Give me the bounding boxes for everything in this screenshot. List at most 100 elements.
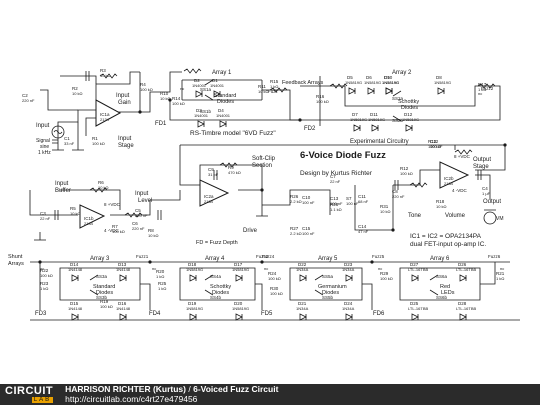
value-d4: 1N4001 — [216, 113, 231, 118]
fuzz-depth-note: FD = Fuzz Depth — [196, 240, 238, 246]
value-r13: 100 kΩ — [428, 144, 441, 149]
designator-r17: R17 — [478, 82, 487, 87]
value-d27: LTL-16TBB — [408, 267, 428, 272]
value-r19: 100 kΩ — [100, 304, 113, 309]
value-r10: 10 kΩ — [160, 96, 171, 101]
designator-c6: C6 — [132, 221, 138, 226]
input-gain-label-1: Input — [116, 93, 130, 99]
diode-symbol-d21 — [299, 313, 307, 321]
opamp-ic1b — [79, 204, 106, 229]
opamp-ic2b — [439, 161, 470, 189]
input-buffer-label-1: Input — [55, 181, 69, 187]
value-d24: 1N34A — [342, 306, 355, 311]
timbre-model-note: RS-Timbre model "6VD Fuzz" — [190, 130, 276, 137]
designator-d19: D19 — [188, 301, 197, 306]
value-d17: 1N5819G — [232, 267, 249, 272]
diode-symbol-d20 — [235, 313, 243, 321]
designator-d28: D28 — [458, 301, 467, 306]
value-d2: 1N4001 — [192, 83, 207, 88]
designator-r31: R31 — [380, 204, 389, 209]
designator-d12: D12 — [404, 112, 413, 117]
author-name: HARRISON RICHTER (Kurtus) — [65, 383, 186, 394]
value-d15: 1N4148 — [68, 306, 83, 311]
value-d3: 1N4001 — [194, 113, 209, 118]
diode-symbol-d27 — [411, 274, 419, 282]
value-r30: 100 kΩ — [270, 291, 283, 296]
ic-type-note: dual FET-input op-amp IC. — [410, 241, 486, 248]
supply-plus-ic2b: 8 +VDC — [454, 154, 471, 159]
supply-minus-ic1b: 4 -VDC — [104, 228, 120, 233]
designator-c8: C8 — [392, 189, 398, 194]
value-d25: LTL-16TBB — [408, 306, 428, 311]
designator-d18: D18 — [188, 262, 197, 267]
opamp-ic2a — [199, 179, 230, 207]
designator-d16: D16 — [118, 301, 127, 306]
designator-d13: D13 — [118, 262, 127, 267]
designator-r12: R12 — [400, 166, 409, 171]
designator-c5: C5 — [135, 208, 141, 213]
designator-r1: R1 — [92, 136, 98, 141]
fd6-label: FD6 — [373, 311, 385, 317]
diode-symbol-d28 — [459, 313, 467, 321]
shunt-arrays-label-1: Shunt — [8, 254, 23, 260]
supply-minus-ic2b: 4 -VDC — [452, 188, 468, 193]
designator-s7: S7 — [346, 196, 352, 201]
designator-d4: D4 — [218, 108, 224, 113]
circuitlab-logo[interactable]: CIRCUIT LAB — [5, 385, 54, 403]
array4-label: Array 4 — [205, 256, 225, 262]
value-s7: 100 nF — [346, 201, 359, 206]
designator-d22: D22 — [298, 262, 307, 267]
feedback-arrays-label: Feedback Arrays — [282, 80, 324, 86]
designator-c13: C13 — [330, 196, 339, 201]
value-c14: 47 nF — [358, 229, 369, 234]
value-d11: 1N5819G — [368, 117, 385, 122]
designator-d11: D11 — [370, 112, 378, 117]
value-d8: 1N5819G — [434, 80, 451, 85]
switch-ss4b: SS4b — [210, 295, 222, 300]
designator-d14: D14 — [70, 262, 79, 267]
designator-d10: D10 — [384, 75, 393, 80]
fd5-label: FD5 — [261, 311, 273, 317]
diode-symbol-d5 — [348, 87, 356, 95]
designator-d9: D9 — [384, 75, 390, 80]
diode-symbol-d16 — [119, 313, 127, 321]
value-r24: 100 kΩ — [268, 276, 281, 281]
value-r18: 10 kΩ — [436, 204, 447, 209]
switch-ss5b: SS5b — [322, 295, 334, 300]
input-gain-label-2: Gain — [118, 100, 131, 106]
switch-ss3b: SS3b — [96, 295, 108, 300]
junctions — [38, 98, 507, 264]
ic-equal-note: IC1 = IC2 = OPA2134PA — [410, 233, 482, 240]
value-ic1b: 2134 — [84, 221, 94, 226]
value-r15: 1 kΩ — [270, 84, 278, 89]
diodes — [71, 87, 467, 321]
designator-r30: R30 — [270, 286, 279, 291]
diode-symbol-d25 — [411, 313, 419, 321]
array3-standard-label-1: Standard — [93, 284, 115, 290]
project-url-link[interactable]: http://circuitlab.com/c4rt27e479456 — [65, 393, 198, 404]
value-c7: 22 nF — [330, 179, 341, 184]
designator-r11: R11 — [258, 84, 266, 89]
value-d7: 1N5819G — [350, 117, 367, 122]
no-connect-7: nc — [478, 91, 482, 96]
no-connect-6: nc — [180, 86, 184, 91]
supply-plus-ic1b: 8 +VDC — [104, 202, 121, 207]
softclip-label-2: Section — [252, 163, 272, 169]
value-r9: 470 kΩ — [228, 170, 241, 175]
value-c15: 100 nF — [302, 231, 315, 236]
value-c12: 100 nF — [430, 144, 443, 149]
resistors — [89, 68, 496, 218]
diode-symbol-d6 — [367, 87, 375, 95]
fd4-label: FD4 — [149, 311, 161, 317]
germanium-diodes-label-1: Germanium — [318, 284, 347, 290]
value-d23: 1N34A — [342, 267, 355, 272]
diode-symbol-d9 — [385, 87, 393, 95]
designator-r2: R2 — [72, 86, 78, 91]
value-d26: LTL-16TBB — [456, 267, 476, 272]
value-r27: 2.2 kΩ — [290, 231, 302, 236]
logo-brand: CIRCUIT — [5, 385, 54, 397]
value-r26: 2.2 kΩ — [290, 199, 302, 204]
switch-ss1b: SS1b — [200, 109, 212, 114]
tone-label: Tone — [408, 213, 422, 219]
standard-diodes-label-2: Diodes — [217, 99, 234, 105]
